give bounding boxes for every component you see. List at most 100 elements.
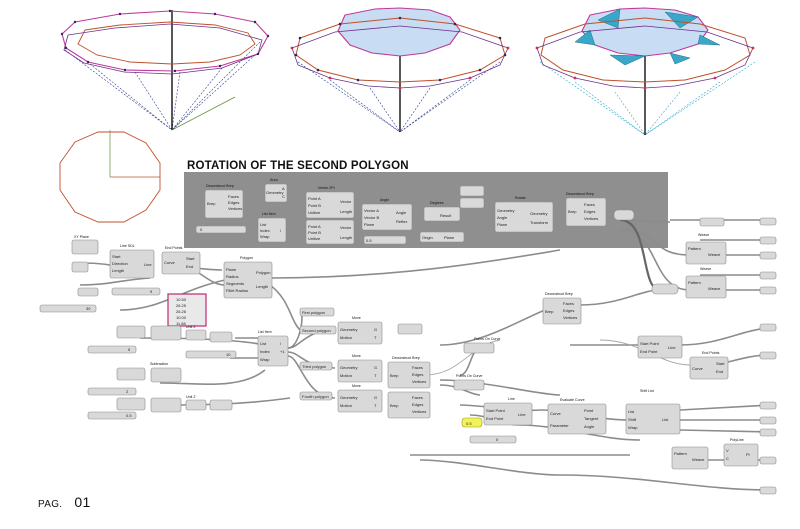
output-stub-6[interactable] [759,351,777,360]
node-division[interactable] [423,206,461,222]
node-evaluate-curve[interactable] [547,403,607,435]
node-list-item-mid-in-2: Wrap [260,357,270,362]
node-end-points-2-title: End Points [702,351,720,355]
output-stub-0[interactable] [759,217,777,226]
output-stub-9[interactable] [759,428,777,437]
node-list-item-top[interactable] [257,217,287,243]
node-line-mid-in-1: End Point [640,349,658,354]
node-multiplication-1[interactable] [150,325,182,341]
node-number-a[interactable] [459,185,485,197]
output-stub-11[interactable] [759,486,777,495]
node-deconstruct-brep-top[interactable] [204,189,244,219]
node-end-points-2[interactable] [689,356,729,380]
node-unit-z-left[interactable] [71,261,89,273]
node-rotate-in-2: Plane [497,222,508,227]
render-3-dashed-lines [539,61,756,136]
node-rotate-title: Rotate [515,196,526,200]
node-slider-s7[interactable] [87,387,137,396]
node-slider-mid[interactable] [111,287,161,296]
node-subtraction[interactable] [150,367,182,383]
node-move-1[interactable] [337,321,383,345]
panel-values[interactable] [167,293,207,327]
page-prefix: PAG. [38,499,63,510]
node-angle[interactable] [361,203,413,231]
node-slider-s8[interactable] [87,411,137,420]
node-yellow-number[interactable] [461,417,483,428]
node-relay-pattern[interactable] [651,283,679,295]
node-slider-s6[interactable] [185,350,237,359]
node-unit-z-1[interactable] [185,329,207,341]
node-deconstruct-brep-right[interactable] [565,197,607,227]
node-number-mid-3[interactable] [116,397,146,411]
node-slider-s2[interactable] [87,345,137,354]
output-stub-1[interactable] [759,236,777,245]
node-line-low[interactable] [483,402,533,426]
node-vector-2pt-b[interactable] [305,219,355,245]
node-number-mid-2[interactable] [116,367,146,381]
node-vector-2pt-a[interactable] [305,191,355,219]
node-list-item-top-in-0: List [260,222,267,227]
node-third-polygon-text: Third polygon [302,364,326,369]
output-stubs [759,217,777,495]
node-move-3[interactable] [337,389,383,413]
node-relay-1[interactable] [209,331,233,343]
node-polygon[interactable] [223,261,273,299]
node-pattern-2[interactable] [685,275,727,299]
node-slider-angle[interactable] [363,235,407,245]
node-slider-top[interactable] [195,225,247,234]
node-deconstruct-brep-mid-out-1: Edges [412,372,423,377]
node-end-points[interactable] [161,251,201,275]
node-points-on-curve-2-title: Points On Curve [456,374,482,378]
node-deconstruct-brep-low[interactable] [387,391,431,419]
node-points-on-curve-2[interactable] [453,379,485,391]
right-nodes: Deconstruct Brep Brep Faces Edges Vertic… [453,217,759,470]
output-stub-8[interactable] [759,416,777,425]
panel-value-0: 10.50 [176,297,187,302]
node-unit-z-2[interactable] [185,399,207,411]
node-move-1-out-1: T [374,335,377,340]
node-number-mid-1[interactable] [116,325,146,339]
render-1-magenta-polygon [61,10,269,72]
output-stub-10[interactable] [759,456,777,465]
node-rotate[interactable] [494,201,554,233]
node-slider-s9[interactable] [469,435,517,444]
node-relay-top-right[interactable] [699,217,725,227]
node-xy-plane-left[interactable] [71,239,99,255]
node-deconstruct-brep-r2[interactable] [542,297,582,325]
node-slider-low-value: 30 [86,306,91,311]
node-shift-list[interactable] [625,403,681,435]
node-number-left[interactable] [77,287,99,297]
node-relay-move-1[interactable] [397,323,423,335]
render-3-filled-polygon [581,7,709,57]
node-number-b[interactable] [459,197,485,209]
node-first-polygon-text: First polygon [302,310,325,315]
output-stub-2[interactable] [759,251,777,260]
node-list-item-mid[interactable] [257,335,289,367]
output-stub-7[interactable] [759,401,777,410]
node-line-sdl[interactable] [109,249,155,279]
node-relay-right[interactable] [613,209,635,221]
node-points-on-curve-1[interactable] [463,342,495,354]
node-area[interactable] [264,183,288,203]
node-move-2[interactable] [337,359,383,383]
node-multiplication-2[interactable] [150,397,182,413]
node-unit-z-1-title: Unit Z [186,325,196,329]
output-stub-4[interactable] [759,286,777,295]
node-pattern-1[interactable] [685,241,727,265]
node-pattern-2-out: Weave [708,286,721,291]
top-view-orange-polygon [59,131,161,223]
output-stub-5[interactable] [759,323,777,332]
node-points-on-curve-1-title: Points On Curve [474,337,500,341]
node-line-mid[interactable] [637,335,683,359]
node-origin-plane[interactable] [419,231,465,243]
node-slider-low[interactable] [39,304,97,313]
node-polyline[interactable] [723,443,759,467]
node-relay-2[interactable] [209,399,233,411]
node-pattern-2-in: Pattern [688,280,701,285]
node-deconstruct-brep-mid[interactable] [387,361,431,389]
node-line-sdl-title: Line SDL [120,244,135,248]
output-stub-3[interactable] [759,271,777,280]
node-deconstruct-brep-top-in: Brep [207,201,216,206]
node-pattern-3[interactable] [671,446,709,470]
